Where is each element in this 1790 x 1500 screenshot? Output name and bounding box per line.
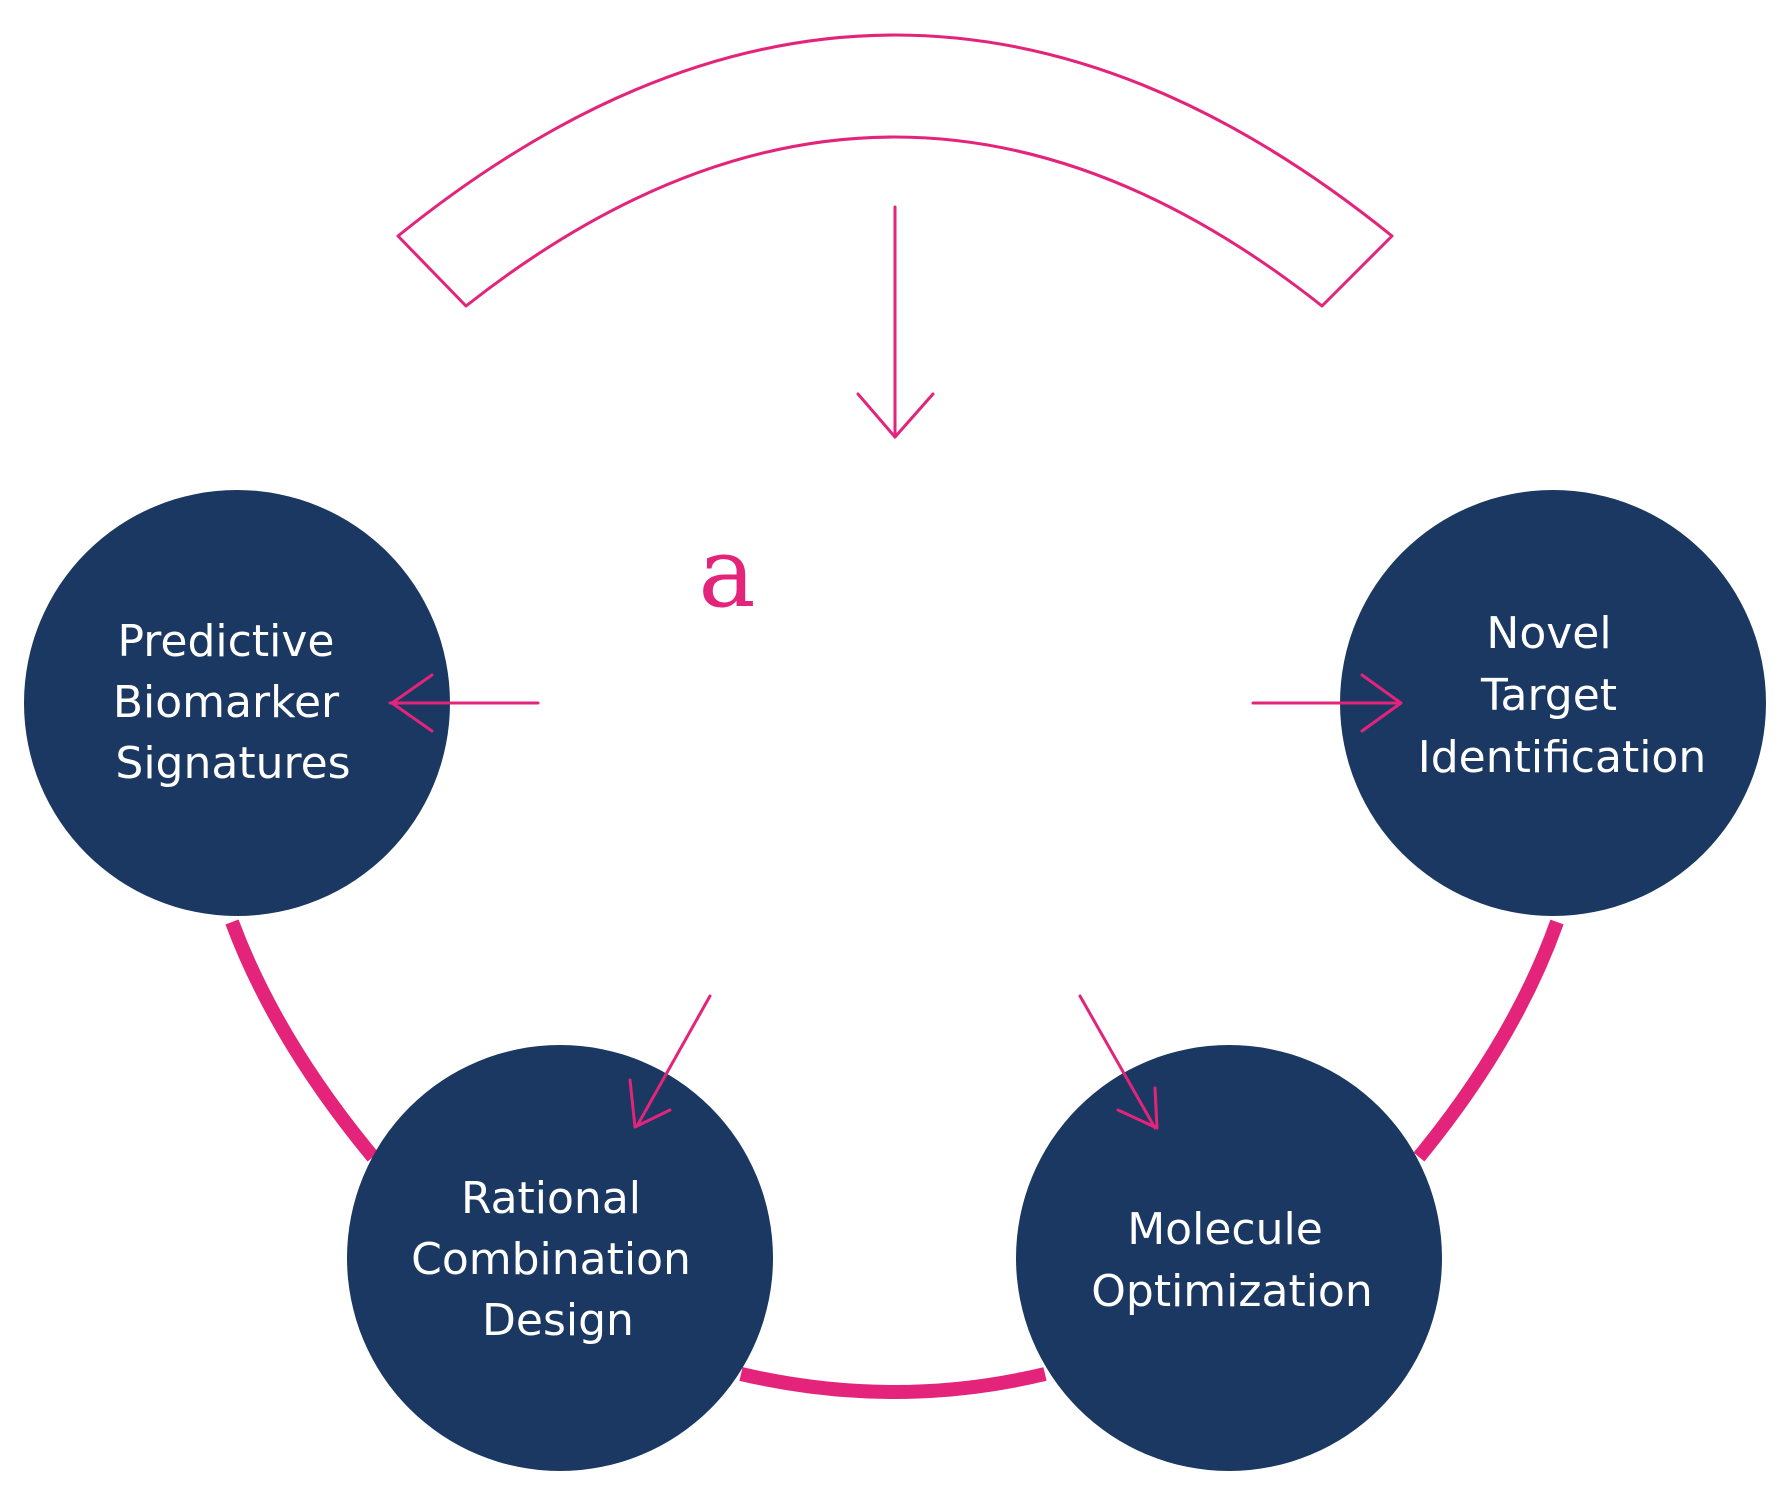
node-label-line: Target: [1480, 670, 1617, 721]
node-label-line: Optimization: [1091, 1266, 1372, 1317]
arrow-head: [1116, 1086, 1159, 1130]
node-label-line: Biomarker: [113, 677, 340, 728]
down-arrow-head: [856, 392, 935, 439]
node-label-line: Molecule: [1127, 1204, 1323, 1255]
center-logo-letter: a: [698, 517, 755, 629]
node-circle: [347, 1045, 773, 1471]
arrow-to-molecule: [1078, 994, 1159, 1130]
node-rational-combination-design: Rational Combination Design: [347, 1045, 773, 1471]
node-label-line: Identification: [1418, 732, 1707, 783]
top-arc-band: [396, 33, 1394, 308]
node-predictive-biomarker-signatures: Predictive Biomarker Signatures: [24, 490, 450, 916]
connector-arc-left: [225, 919, 379, 1162]
node-label-line: Rational: [461, 1173, 641, 1224]
node-novel-target-identification: Novel Target Identification: [1340, 490, 1766, 916]
arrow-head: [390, 673, 434, 733]
node-label-line: Predictive: [118, 616, 335, 667]
node-circle: [1340, 490, 1766, 916]
node-label-line: Design: [482, 1295, 634, 1346]
connector-arc-bottom: [739, 1367, 1047, 1399]
node-label: Novel Target Identification: [1418, 608, 1707, 783]
node-circle: [24, 490, 450, 916]
arrow-to-target: [1251, 673, 1403, 733]
node-label: Molecule Optimization: [1091, 1204, 1372, 1317]
node-molecule-optimization: Molecule Optimization: [1016, 1045, 1442, 1471]
arrow-to-combination: [628, 994, 712, 1129]
node-label: Rational Combination Design: [411, 1173, 705, 1346]
arrow-head: [1360, 673, 1403, 733]
arrow-head: [628, 1078, 672, 1129]
arrow-shaft: [635, 994, 712, 1128]
connector-arc-right: [1413, 919, 1564, 1162]
node-circle: [1016, 1045, 1442, 1471]
node-label-line: Signatures: [115, 738, 350, 789]
node-label-line: Combination: [411, 1234, 691, 1285]
node-label: Predictive Biomarker Signatures: [113, 616, 353, 789]
arrow-to-biomarker: [388, 673, 540, 733]
arrow-shaft: [1078, 994, 1157, 1130]
node-label-line: Novel: [1486, 608, 1611, 659]
